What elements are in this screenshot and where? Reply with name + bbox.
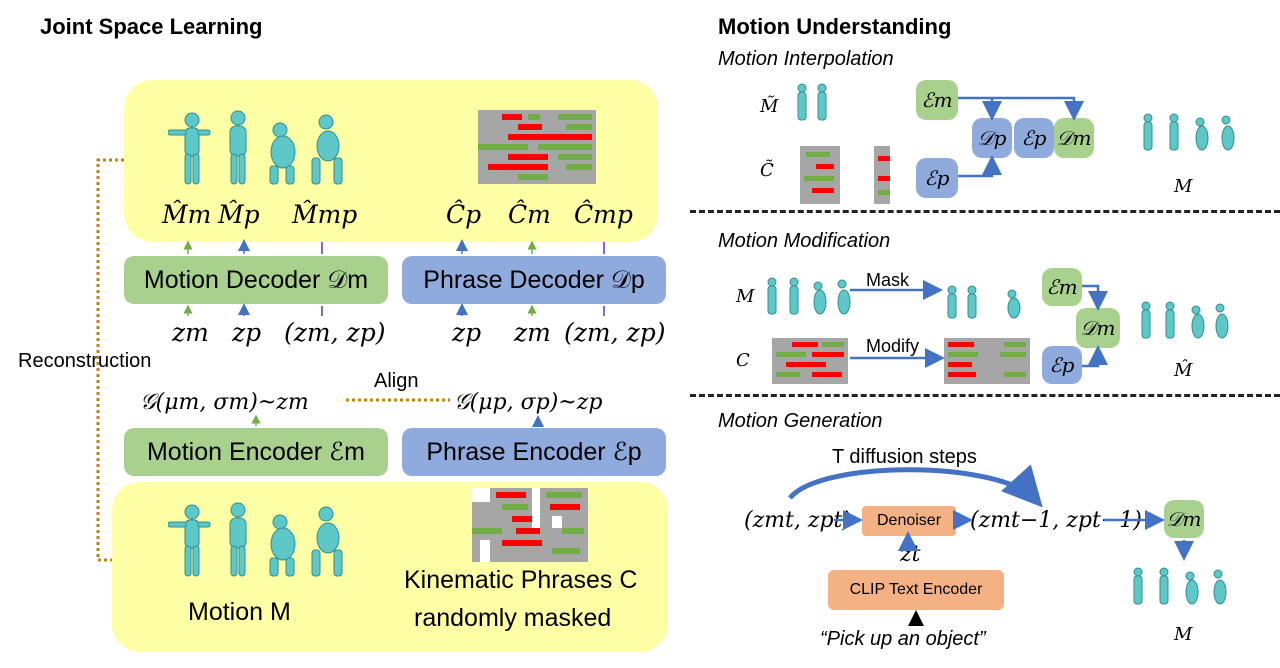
human-figure-icon: [947, 285, 1021, 319]
phrases-caption-line2: randomly masked: [414, 604, 612, 632]
motion-decoder-input-zmzp: (zm, zp): [284, 318, 386, 347]
phrase-latent-label: 𝒢(μp, σp)~zp: [454, 390, 603, 415]
align-label: Align: [374, 370, 419, 392]
decoded-motion-label-mp: M̂mp: [292, 200, 358, 229]
phrase-decoder-box: Phrase Decoder 𝒟p: [402, 256, 666, 304]
modif-c-label: C: [736, 350, 750, 371]
gen-output-figures: [1128, 566, 1232, 611]
modif-motion-encoder: ℰm: [1042, 268, 1082, 306]
clip-text-encoder-box: CLIP Text Encoder: [828, 570, 1004, 610]
phrase-decoder-input-zp: zp: [452, 318, 482, 347]
modif-phrase-encoder: ℰp: [1042, 346, 1082, 384]
human-figure-icon: [168, 110, 343, 185]
section-divider-1: [690, 210, 1280, 213]
interp-phrase-encoder: ℰp: [916, 158, 958, 198]
interp-c-tilde-label: C̃: [760, 160, 774, 181]
gen-output-label: M: [1174, 624, 1193, 645]
generation-title: Motion Generation: [718, 410, 883, 432]
motion-decoder-box: Motion Decoder 𝒟m: [124, 256, 388, 304]
motion-latent-label: 𝒢(μm, σm)~zm: [140, 390, 309, 415]
motion-decoder-input-zm: zm: [172, 318, 209, 347]
decoded-motion-label-p: M̂p: [218, 200, 260, 229]
phrase-decoder-input-zmzp: (zm, zp): [564, 318, 666, 347]
reconstructed-phrase-heatmap: [478, 110, 596, 184]
modif-input-heatmap: [772, 338, 848, 384]
joint-space-title: Joint Space Learning: [40, 14, 263, 39]
phrases-caption-line1: Kinematic Phrases C: [404, 566, 638, 594]
modif-output-heatmap: [944, 338, 1030, 384]
human-figure-icon: [797, 83, 827, 121]
human-figure-icon: [1133, 567, 1227, 605]
reconstruction-label: Reconstruction: [18, 350, 152, 372]
gen-prompt: “Pick up an object”: [820, 628, 986, 650]
human-figure-icon: [1141, 301, 1229, 339]
modif-mask-label: Mask: [866, 270, 910, 290]
modification-title: Motion Modification: [718, 230, 891, 252]
decoded-phrase-label-mp: Ĉmp: [574, 200, 633, 229]
modif-output-figures: [1136, 300, 1232, 345]
decoded-phrase-label-m: Ĉm: [508, 200, 551, 229]
gen-input-latent: (zmt, zpt): [744, 508, 851, 533]
phrase-decoder-input-zm: zm: [514, 318, 551, 347]
modif-output-label: M̂: [1174, 360, 1193, 381]
motion-caption: Motion M: [188, 598, 291, 626]
interp-partial-figures: [790, 82, 836, 127]
modif-m-label: M: [736, 286, 755, 307]
gen-steps-label: T diffusion steps: [832, 446, 977, 468]
human-figure-icon: [767, 277, 851, 315]
input-motion-figures: [167, 500, 368, 585]
interpolation-title: Motion Interpolation: [718, 48, 894, 70]
decoded-motion-label-m: M̂m: [162, 200, 212, 229]
section-divider-2: [690, 394, 1280, 397]
modif-modify-label: Modify: [866, 336, 920, 356]
human-figure-icon: [167, 502, 343, 577]
phrase-encoder-box: Phrase Encoder ℰp: [402, 428, 666, 476]
interp-partial-heatmap: [800, 146, 890, 204]
decoded-phrase-label-p: Ĉp: [446, 200, 482, 229]
human-figure-icon: [1143, 113, 1235, 151]
modif-motion-decoder: 𝒟m: [1076, 308, 1120, 348]
interp-output-figures: [1136, 112, 1240, 159]
reconstructed-motion-figures: [168, 108, 368, 186]
gen-motion-decoder: 𝒟m: [1164, 500, 1204, 538]
interp-phrase-encoder-2: ℰp: [1014, 118, 1054, 158]
masked-phrase-heatmap: [472, 488, 588, 562]
interp-motion-encoder: ℰm: [916, 80, 958, 120]
reconstruction-connector: [96, 158, 124, 562]
interp-motion-decoder: 𝒟m: [1054, 118, 1094, 158]
interp-phrase-decoder: 𝒟p: [972, 118, 1012, 158]
modif-input-figures: [762, 276, 852, 321]
motion-decoder-input-zp: zp: [232, 318, 262, 347]
motion-understanding-title: Motion Understanding: [718, 14, 952, 39]
interp-output-label: M: [1174, 176, 1193, 197]
modif-masked-figures: [942, 284, 1026, 325]
motion-encoder-box: Motion Encoder ℰm: [124, 428, 388, 476]
interp-m-tilde-label: M̃: [760, 96, 779, 117]
